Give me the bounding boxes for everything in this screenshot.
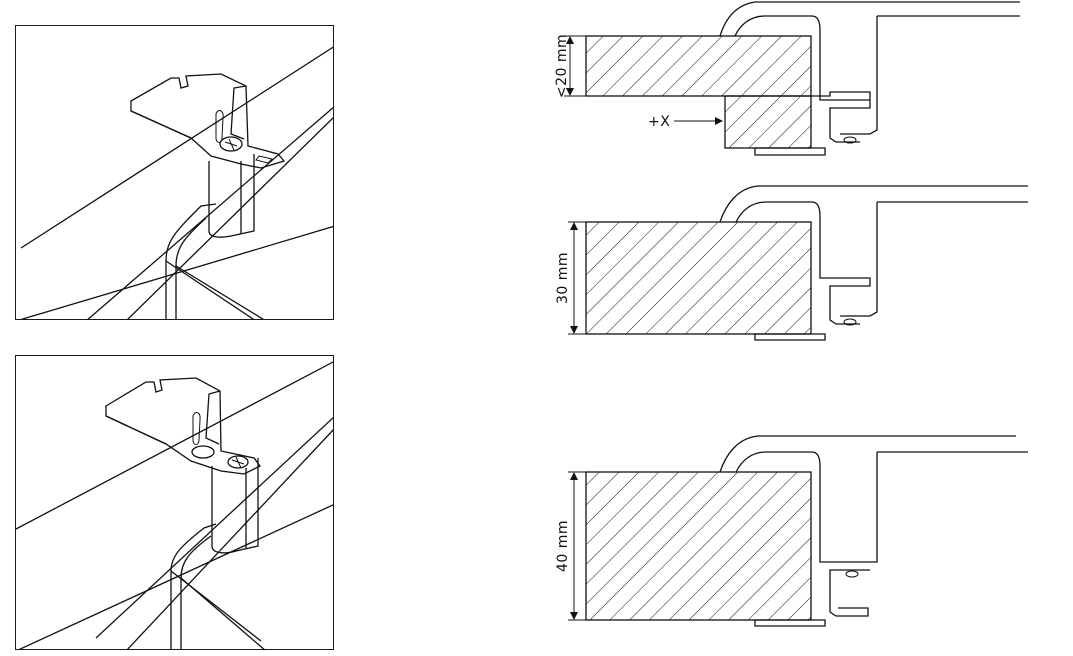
clamp-bracket-icon bbox=[16, 361, 333, 649]
worktop-slab bbox=[585, 35, 812, 97]
clamp-illustration-top bbox=[15, 25, 334, 320]
clamp-bracket-icon bbox=[20, 46, 333, 319]
clamp-illustration-bottom bbox=[15, 355, 334, 650]
dimension-label-20: <20 mm bbox=[554, 34, 570, 98]
dimension-label-40: 40 mm bbox=[555, 520, 571, 572]
worktop-slab bbox=[585, 221, 812, 335]
spacer-block bbox=[724, 95, 812, 149]
dimension-label-30: 30 mm bbox=[555, 252, 571, 304]
worktop-section-20mm: <20 mm +X bbox=[540, 0, 1040, 160]
worktop-section-30mm: 30 mm bbox=[540, 182, 1040, 347]
worktop-slab bbox=[585, 471, 812, 621]
offset-label: +X bbox=[648, 114, 670, 130]
worktop-section-40mm: 40 mm bbox=[540, 432, 1040, 632]
